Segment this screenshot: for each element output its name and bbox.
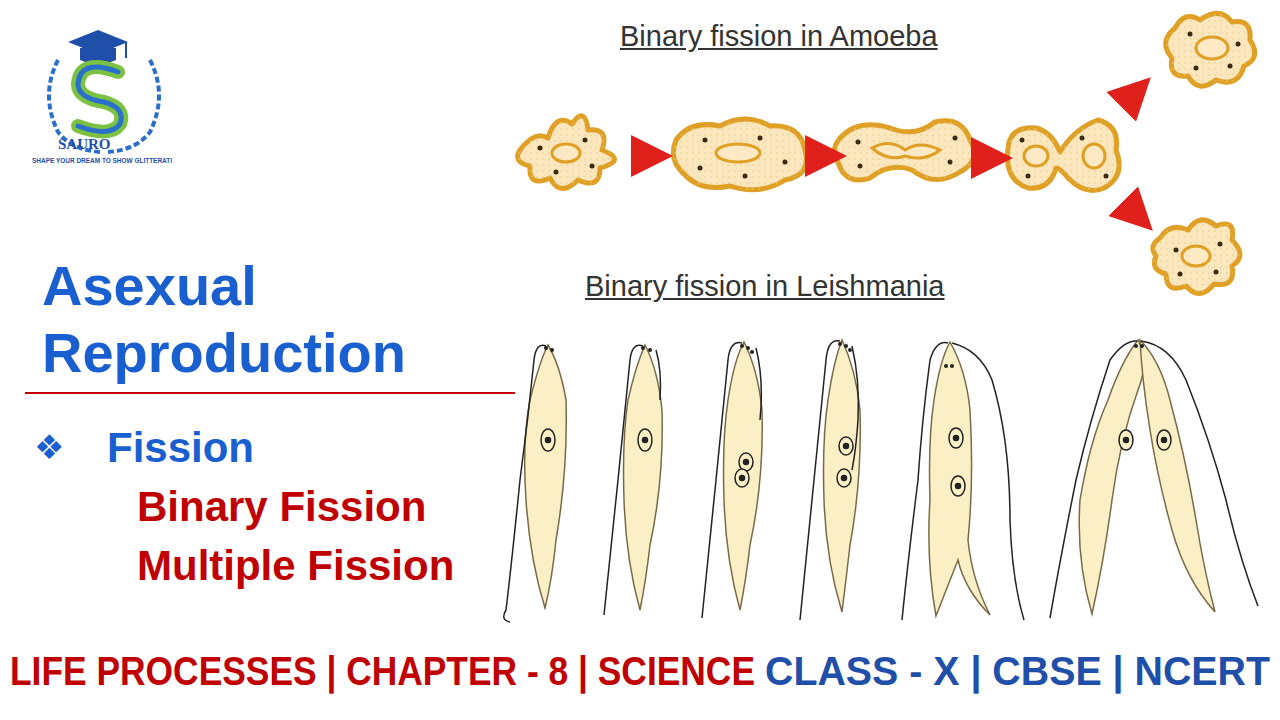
logo-name: SAURO bbox=[58, 136, 111, 153]
logo-tagline: SHAPE YOUR DREAM TO SHOW GLITTERATI bbox=[32, 157, 172, 165]
basal-bodies bbox=[544, 342, 1144, 368]
leishmania-flagella bbox=[504, 341, 1258, 622]
leishmania-cells bbox=[525, 340, 1215, 616]
topic-label: Fission bbox=[107, 424, 254, 472]
section-heading: Binary fission in Amoeba bbox=[620, 20, 938, 53]
subtopic-label: Binary Fission bbox=[137, 483, 426, 531]
bullet-symbol: ❖ bbox=[34, 428, 64, 467]
section-heading: Binary fission in Leishmania bbox=[585, 270, 944, 303]
subtopic-label: Multiple Fission bbox=[137, 542, 454, 590]
footer-text: CLASS - X | CBSE | NCERT bbox=[765, 648, 1270, 694]
divider-line bbox=[25, 392, 515, 394]
amoeba-nuclei bbox=[552, 37, 1228, 266]
footer-text: LIFE PROCESSES | CHAPTER - 8 | SCIENCE bbox=[10, 648, 755, 694]
slide-title: Asexual Reproduction bbox=[42, 252, 512, 386]
amoeba-sequence bbox=[518, 13, 1255, 293]
logo bbox=[49, 30, 159, 152]
amoeba-granules bbox=[538, 32, 1241, 277]
leishmania-nuclei bbox=[541, 428, 1171, 496]
amoeba-arrows bbox=[634, 92, 1138, 216]
